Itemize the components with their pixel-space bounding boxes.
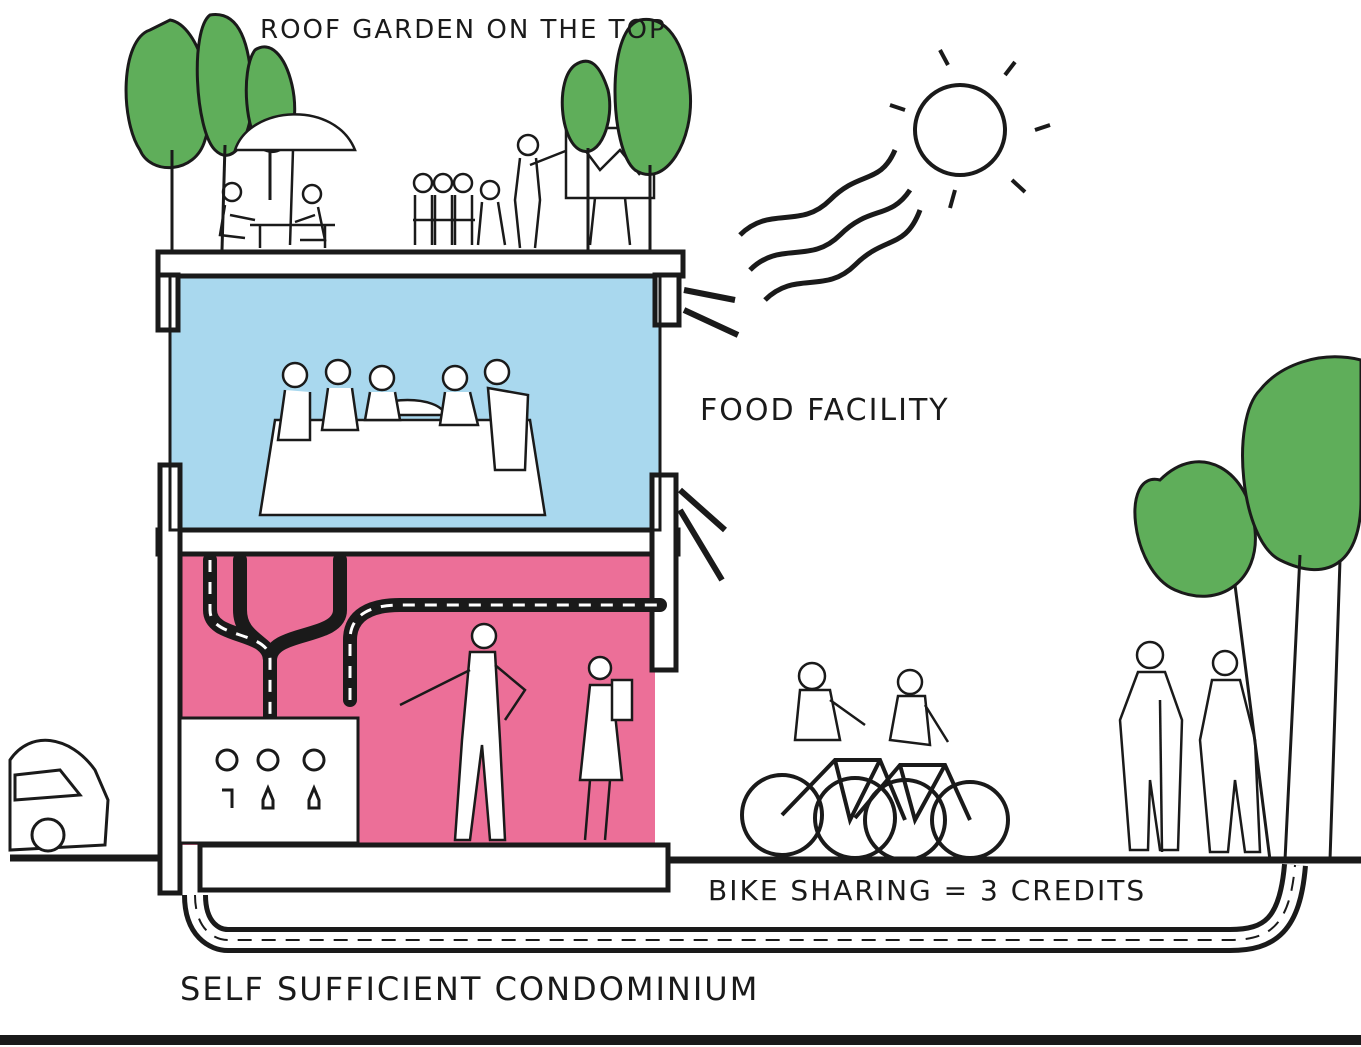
bicycle-icon (740, 758, 1010, 862)
label-bike-sharing: BIKE SHARING = 3 CREDITS (708, 874, 1146, 907)
solar-panels (677, 287, 740, 582)
control-panel-icon (178, 716, 360, 845)
tree-icon (560, 17, 693, 250)
label-food-facility: FOOD FACILITY (700, 393, 950, 428)
gardeners (1118, 640, 1262, 854)
seated-audience (412, 172, 507, 246)
wall-right (649, 472, 679, 673)
foundation-slab (197, 842, 671, 893)
dining-scene (258, 358, 547, 517)
wall-upper-left (155, 272, 181, 333)
label-roof-garden: ROOF GARDEN ON THE TOP (260, 15, 667, 45)
roof-garden (124, 13, 693, 251)
tree-icon (1133, 355, 1361, 861)
sun-icon (889, 49, 1051, 209)
middle-slab (155, 527, 681, 557)
roof-slab (155, 249, 686, 279)
underground-pipe (182, 863, 1308, 953)
person-child (578, 655, 634, 841)
people-at-umbrella-table (218, 181, 335, 248)
umbrella-icon (233, 113, 357, 246)
ground (0, 854, 1361, 1045)
car-icon (8, 738, 110, 853)
label-condominium: SELF SUFFICIENT CONDOMINIUM (180, 970, 759, 1008)
person-engineer (399, 622, 527, 842)
cyclists (793, 661, 950, 747)
sun-rays-waves (738, 148, 923, 302)
energy-machinery (178, 553, 667, 845)
presenter (513, 133, 569, 249)
